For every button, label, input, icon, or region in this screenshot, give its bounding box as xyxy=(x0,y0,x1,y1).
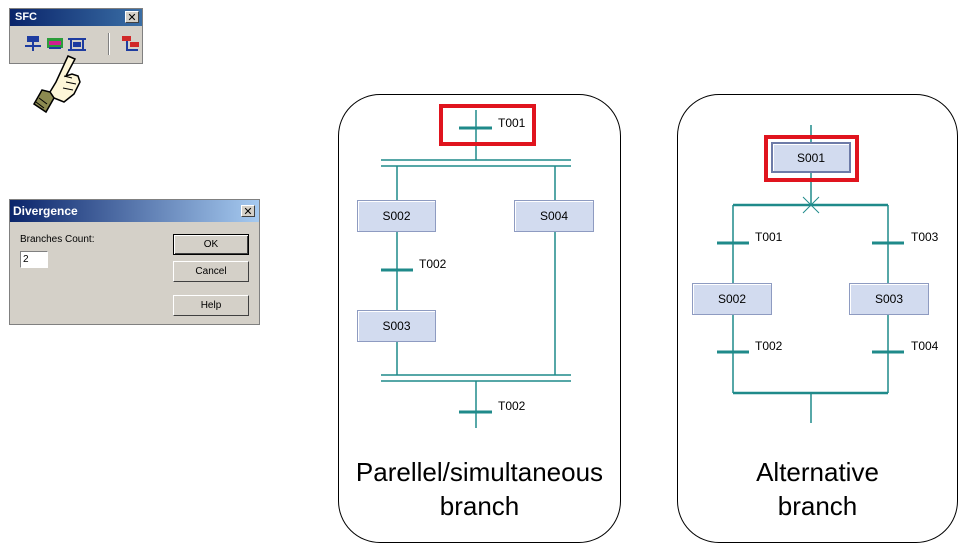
parallel-step-right[interactable]: S004 xyxy=(514,200,594,232)
parallel-step-left-top[interactable]: S002 xyxy=(357,200,436,232)
parallel-branch-caption: Parellel/simultaneous branch xyxy=(338,455,621,523)
alternative-step-top[interactable]: S001 xyxy=(771,142,851,173)
branches-count-label: Branches Count: xyxy=(20,234,95,245)
parallel-top-transition-label: T001 xyxy=(498,116,526,130)
sfc-toolbar-title: SFC ✕ xyxy=(10,9,142,26)
alternative-step-left[interactable]: S002 xyxy=(692,283,772,315)
jump-icon[interactable] xyxy=(44,33,66,55)
parallel-top-transition-highlight xyxy=(439,104,536,146)
parallel-caption-line2: branch xyxy=(439,491,520,521)
parallel-caption-line1: Parellel/simultaneous xyxy=(355,457,604,487)
alternative-right-top-transition-label: T003 xyxy=(911,230,939,244)
divergence-dialog-title-text: Divergence xyxy=(13,204,78,218)
parallel-inner-transition-label: T002 xyxy=(419,257,447,271)
ok-button[interactable]: OK xyxy=(173,234,249,255)
cancel-button[interactable]: Cancel xyxy=(173,261,249,282)
sfc-close-button[interactable]: ✕ xyxy=(125,11,139,23)
step-transition-icon[interactable] xyxy=(22,33,44,55)
branches-count-input[interactable]: 2 xyxy=(20,251,48,268)
alternative-left-top-transition-label: T001 xyxy=(755,230,783,244)
alternative-step-right[interactable]: S003 xyxy=(849,283,929,315)
alternative-caption-line2: branch xyxy=(777,491,858,521)
divergence-icon[interactable] xyxy=(66,33,88,55)
branch-tree-icon[interactable] xyxy=(120,33,142,55)
alternative-caption-line1: Alternative xyxy=(756,457,879,487)
dialog-close-button[interactable]: ✕ xyxy=(241,205,255,217)
alternative-top-step-highlight xyxy=(764,135,859,182)
help-button[interactable]: Help xyxy=(173,295,249,316)
sfc-toolbar-separator xyxy=(108,33,110,55)
alternative-left-bottom-transition-label: T002 xyxy=(755,339,783,353)
divergence-dialog: Divergence ✕ Branches Count: 2 OK Cancel… xyxy=(9,199,260,325)
hand-pointer-icon xyxy=(33,55,81,114)
divergence-dialog-title: Divergence ✕ xyxy=(10,200,259,222)
sfc-toolbar-title-text: SFC xyxy=(15,11,37,23)
parallel-step-left-bottom[interactable]: S003 xyxy=(357,310,436,342)
parallel-bottom-transition-label: T002 xyxy=(498,399,526,413)
alternative-cross-2 xyxy=(802,196,820,214)
alternative-right-bottom-transition-label: T004 xyxy=(911,339,939,353)
sfc-toolbar-window: SFC ✕ xyxy=(9,8,143,64)
alternative-branch-caption: Alternative branch xyxy=(677,455,958,523)
